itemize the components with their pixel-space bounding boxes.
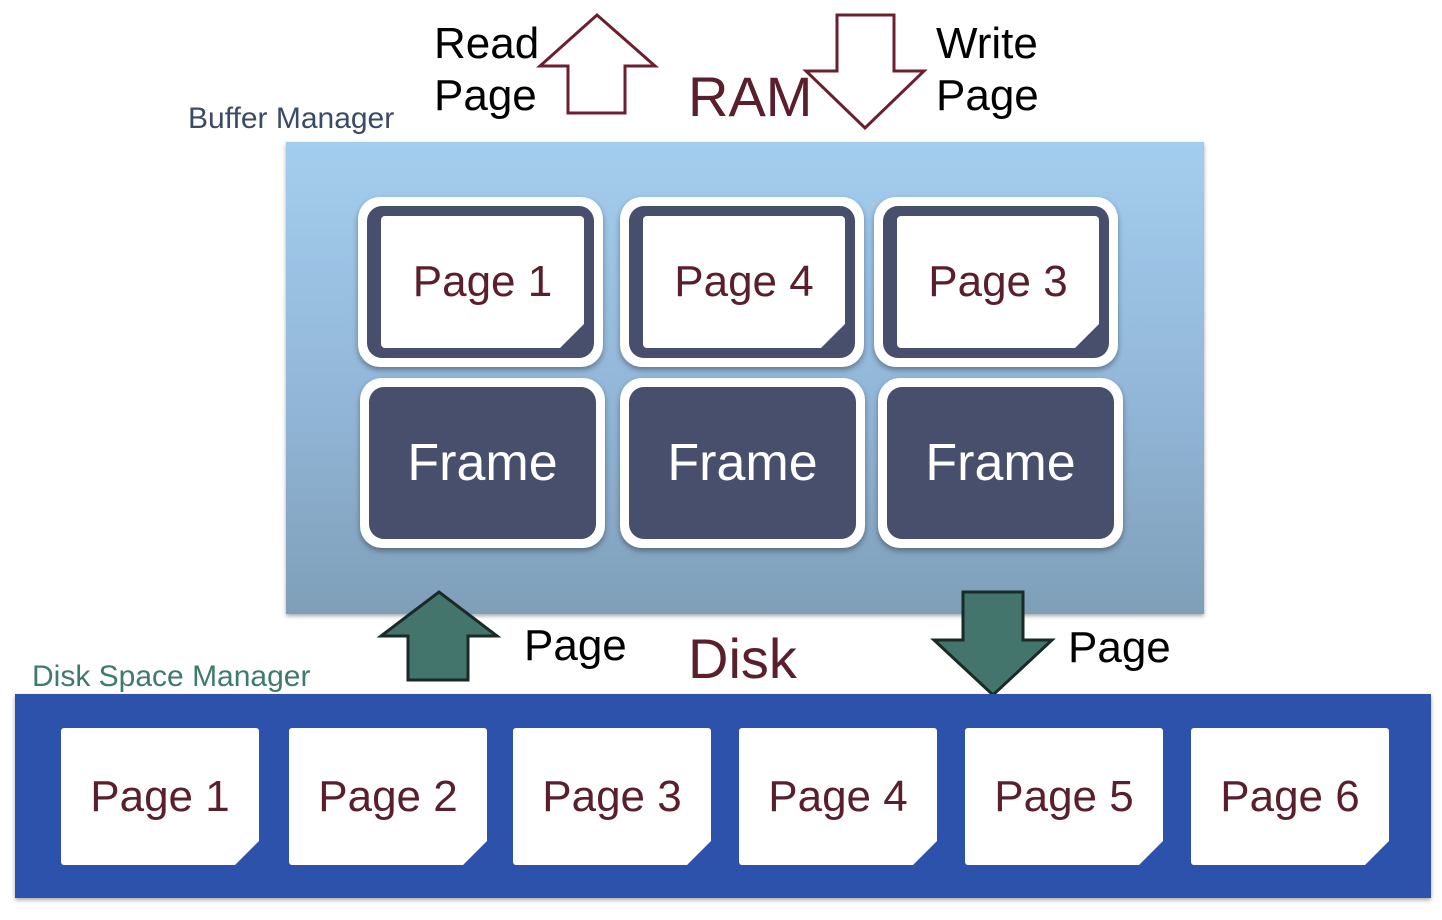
- frame-label: Frame: [925, 434, 1076, 492]
- frame-label: Frame: [667, 434, 818, 492]
- disk-page-1[interactable]: Page 1: [61, 728, 259, 865]
- disk-space-manager-label: Disk Space Manager: [32, 660, 311, 693]
- frame-container: Page 1: [367, 206, 594, 358]
- disk-page-2[interactable]: Page 2: [289, 728, 487, 865]
- frame-box: Frame: [629, 387, 856, 539]
- frame-container: Page 3: [883, 206, 1109, 358]
- frame-box: Frame: [887, 387, 1114, 539]
- disk-page-6[interactable]: Page 6: [1191, 728, 1389, 865]
- ram-label: RAM: [688, 65, 813, 128]
- disk-page-3[interactable]: Page 3: [513, 728, 711, 865]
- frame-box: Frame: [369, 387, 596, 539]
- disk-page-4[interactable]: Page 4: [739, 728, 937, 865]
- frame-slot-3[interactable]: Frame: [878, 378, 1123, 548]
- buffer-slot-2[interactable]: Page 4: [620, 197, 864, 367]
- buffer-slot-3[interactable]: Page 3: [874, 197, 1118, 367]
- write-page-label: Write Page: [936, 19, 1039, 120]
- frame-slot-2[interactable]: Frame: [620, 378, 865, 548]
- buffer-page-2: Page 4: [643, 216, 845, 348]
- buffer-manager-label: Buffer Manager: [188, 102, 395, 135]
- frame-label: Frame: [407, 434, 558, 492]
- page-in-label: Page: [524, 621, 627, 670]
- buffer-page-1: Page 1: [381, 216, 584, 348]
- frame-slot-1[interactable]: Frame: [360, 378, 605, 548]
- page-out-label: Page: [1068, 623, 1171, 672]
- frame-container: Page 4: [629, 206, 855, 358]
- read-page-label: Read Page: [434, 19, 540, 120]
- buffer-pool: Page 1 Page 4 Page 3 Frame Frame Frame: [286, 142, 1204, 614]
- disk-storage: Page 1 Page 2 Page 3 Page 4 Page 5 Page …: [15, 694, 1431, 898]
- buffer-slot-1[interactable]: Page 1: [358, 197, 603, 367]
- disk-label: Disk: [688, 627, 797, 690]
- buffer-page-3: Page 3: [897, 216, 1099, 348]
- disk-page-5[interactable]: Page 5: [965, 728, 1163, 865]
